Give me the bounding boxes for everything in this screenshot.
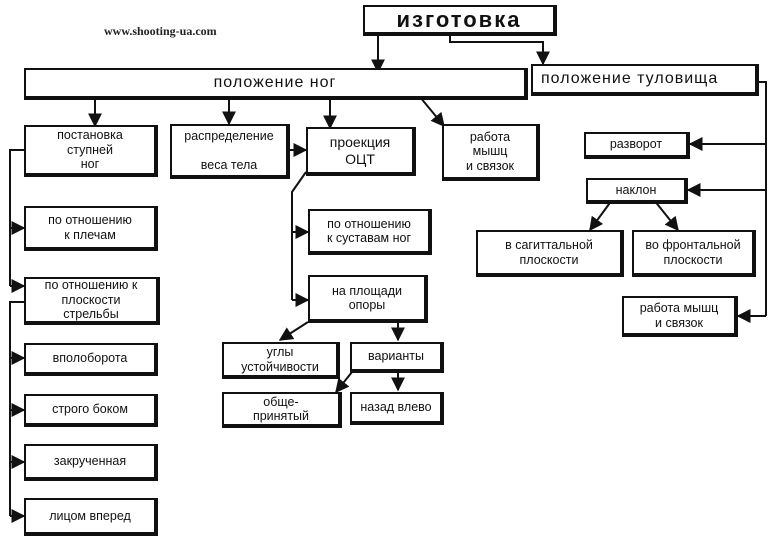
node-rel-joints: по отношению к суставам ног <box>308 209 432 255</box>
node-muscles-torso: работа мышц и связок <box>622 296 738 337</box>
node-turn: разворот <box>584 132 690 159</box>
edge-torso-bracket <box>756 81 767 316</box>
edge-feet-bracket <box>9 149 24 286</box>
node-half-turn: вполоборота <box>24 343 158 376</box>
node-legs: положение ног <box>24 68 528 100</box>
node-frontal: во фронтальной плоскости <box>632 230 756 277</box>
node-rel-plane: по отношению к плоскости стрельбы <box>24 277 160 325</box>
node-muscles-legs: работа мышц и связок <box>442 124 540 181</box>
node-root: изготовка <box>363 5 557 36</box>
node-weight: распределение веса тела <box>170 124 290 179</box>
node-twisted: закрученная <box>24 444 158 481</box>
edge-plane-bracket <box>9 301 24 516</box>
node-common: обще- принятый <box>222 392 342 428</box>
edge-tilt-sagittal <box>589 199 613 232</box>
watermark: www.shooting-ua.com <box>104 24 217 38</box>
edge-root-torso <box>449 34 550 66</box>
node-sideways: строго боком <box>24 394 158 427</box>
edge-tilt-frontal <box>653 199 679 232</box>
node-stability-angles: углы устойчивости <box>222 342 340 379</box>
edge-variants-common <box>335 371 353 394</box>
node-variants: варианты <box>350 342 444 373</box>
node-face-forward: лицом вперед <box>24 498 158 536</box>
node-back-left: назад влево <box>350 392 444 425</box>
edge-legs-muscles <box>419 96 445 128</box>
node-feet: постановка ступней ног <box>24 125 158 177</box>
edge-support-angles <box>278 321 309 341</box>
edge-projection-branch <box>291 171 307 300</box>
node-rel-shoulders: по отношению к плечам <box>24 206 158 251</box>
node-torso: положение туловища <box>531 64 759 96</box>
node-support-area: на площади опоры <box>308 275 428 323</box>
node-projection: проекция ОЦТ <box>306 127 416 176</box>
node-sagittal: в сагиттальной плоскости <box>476 230 624 277</box>
node-tilt: наклон <box>586 178 688 204</box>
